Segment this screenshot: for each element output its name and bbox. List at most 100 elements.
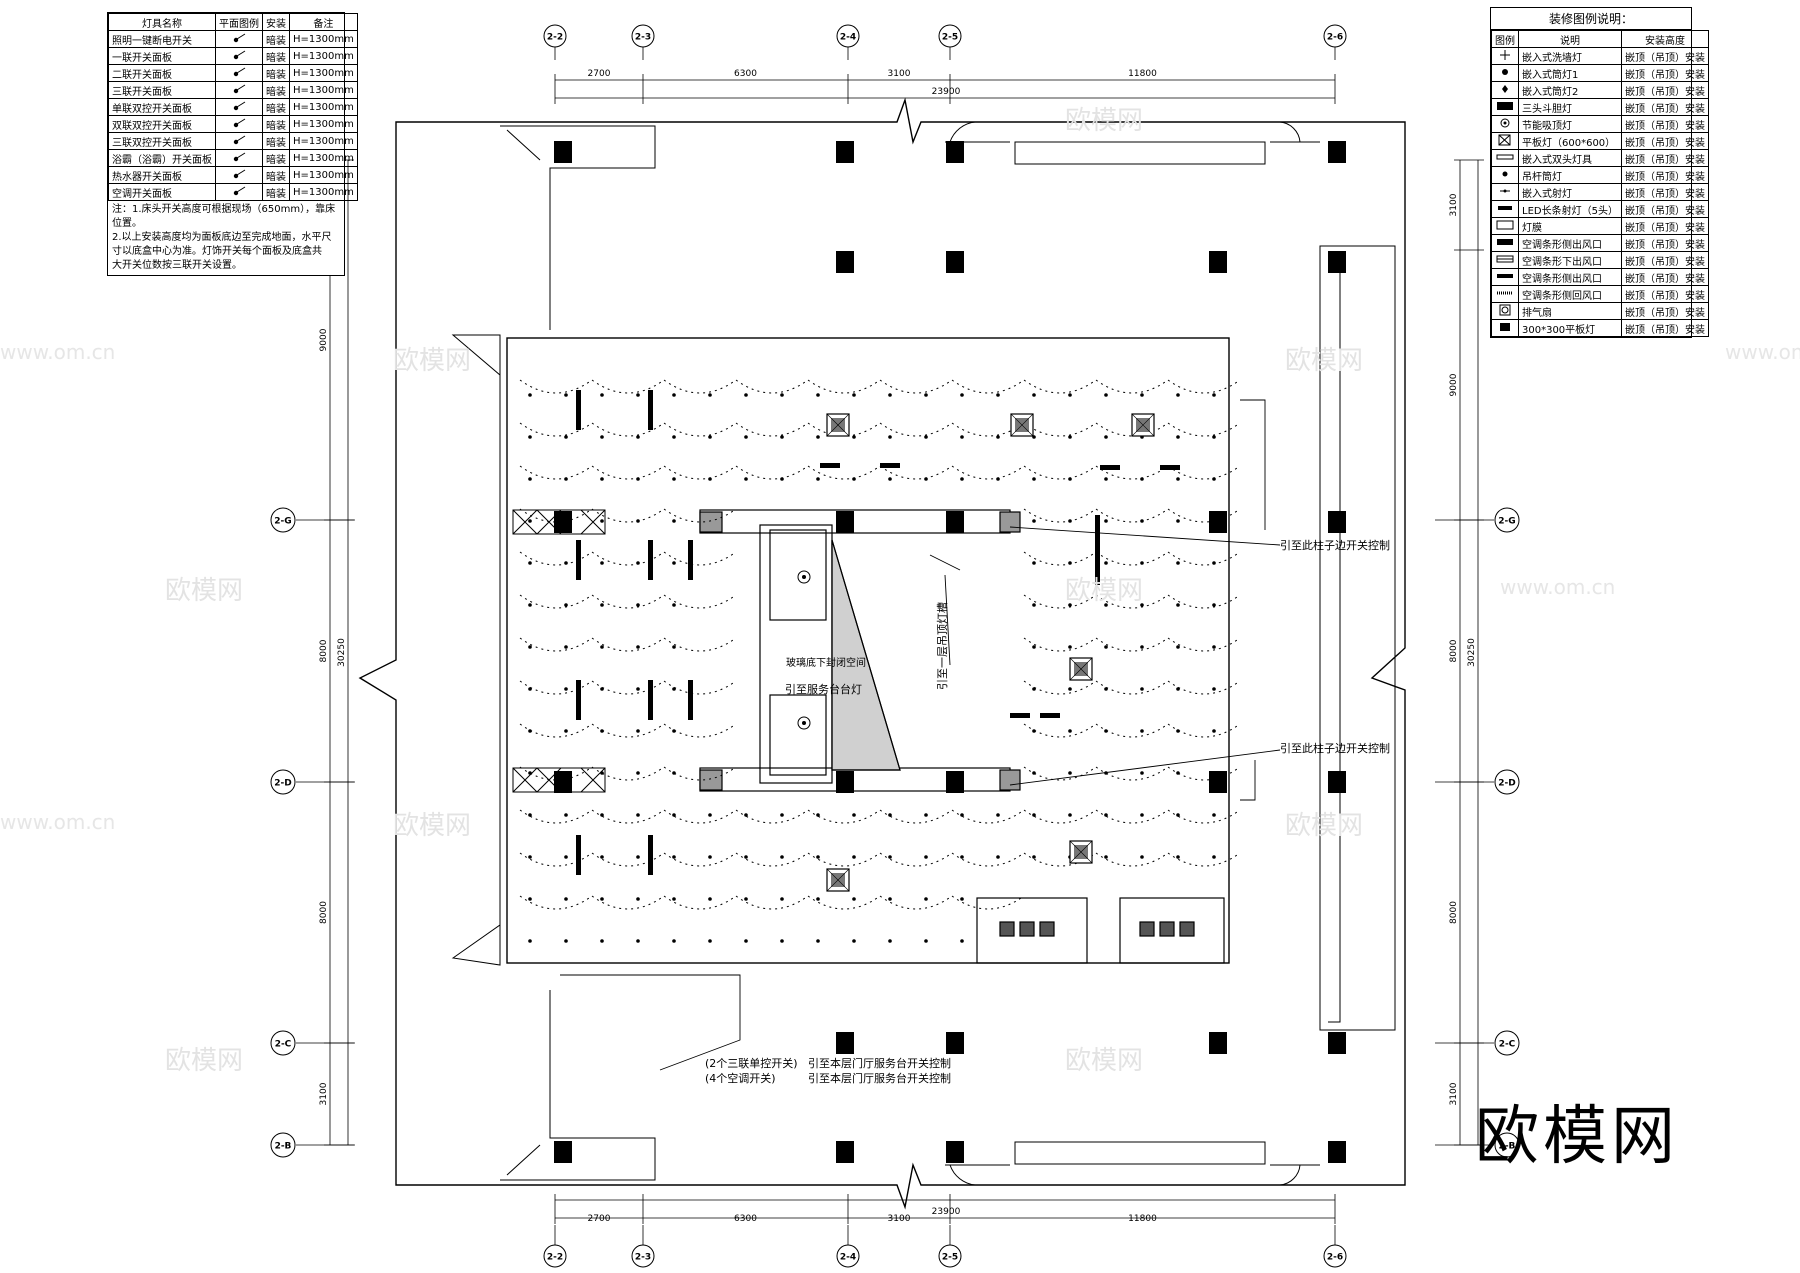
switch-name-cell: 单联双控开关面板 <box>108 98 216 116</box>
downlight-dot <box>960 939 964 943</box>
downlight-dot <box>564 897 568 901</box>
led-strip-horizontal <box>880 463 900 468</box>
downlight-dot <box>1104 855 1108 859</box>
downlight-dot <box>600 603 604 607</box>
annotation-pillar-switch-1: 引至此柱子边开关控制 <box>1280 538 1390 552</box>
structural-column <box>1209 771 1227 793</box>
axis-label: 2-6 <box>1327 1253 1343 1263</box>
downlight-dot <box>600 729 604 733</box>
legend-table-row: 空调条形侧回风口嵌顶（吊顶）安装 <box>1491 285 1709 303</box>
wiring-arc <box>1095 680 1169 695</box>
annotations: 引至此柱子边开关控制 引至此柱子边开关控制 玻璃底下封闭空间 引至服务台台灯 (… <box>705 538 1390 1085</box>
downlight-dot <box>1212 393 1216 397</box>
downlight-dot <box>708 393 712 397</box>
legend-symbol-icon <box>1491 98 1519 116</box>
axis-bubble <box>1494 1030 1520 1056</box>
switch-height-cell: H=1300mm <box>289 183 358 201</box>
led-strip-vertical <box>1095 545 1100 585</box>
downlight-dot <box>1140 855 1144 859</box>
downlight-dot <box>528 813 532 817</box>
structural-column <box>946 511 964 533</box>
panel-light-cross <box>1069 657 1093 681</box>
downlight-dot <box>816 897 820 901</box>
downlight-dot <box>1212 687 1216 691</box>
wiring-arc <box>735 379 809 394</box>
switch-symbol-icon <box>215 81 263 99</box>
axis-label: 2-5 <box>942 1253 958 1263</box>
dim-bottom-segment-label: 3100 <box>888 1214 911 1224</box>
dim-left-segment-label: 9000 <box>319 328 329 351</box>
legend-description-cell: 灯膜 <box>1518 217 1622 235</box>
downlight-dot <box>1032 603 1036 607</box>
wiring-arc <box>1023 637 1097 652</box>
legend-table-row: 空调条形侧出风口嵌顶（吊顶）安装 <box>1491 234 1709 252</box>
downlight-dot <box>1104 729 1108 733</box>
structural-column <box>554 1141 572 1163</box>
downlight-dot <box>888 855 892 859</box>
downlight-dot <box>1212 813 1216 817</box>
downlight-dot <box>1176 393 1180 397</box>
switch-symbol-icon <box>215 47 263 65</box>
downlight-dot <box>888 813 892 817</box>
ceiling-light-ring <box>797 716 811 730</box>
downlight-dot <box>1140 813 1144 817</box>
wiring-arc <box>1023 723 1097 738</box>
legend-table-row: 嵌入式洗墙灯嵌顶（吊顶）安装 <box>1491 47 1709 65</box>
led-strip-horizontal <box>1040 713 1060 718</box>
downlight-dot <box>744 435 748 439</box>
downlight-dot <box>888 897 892 901</box>
switch-install-cell: 暗装 <box>262 30 290 48</box>
wiring-arc <box>879 852 953 867</box>
wiring-arc <box>1095 637 1169 652</box>
downlight-dot <box>1032 477 1036 481</box>
led-strip-vertical <box>1095 515 1100 555</box>
switch-name-cell: 二联开关面板 <box>108 64 216 82</box>
legend-table-row: 吊杆筒灯嵌顶（吊顶）安装 <box>1491 166 1709 184</box>
downlight-dot <box>672 897 676 901</box>
legend-description-cell: 空调条形侧出风口 <box>1518 234 1622 252</box>
legend-install-cell: 嵌顶（吊顶）安装 <box>1620 302 1709 320</box>
legend-symbol-icon <box>1491 217 1519 235</box>
switch-name-cell: 热水器开关面板 <box>108 166 216 184</box>
downlight-dot <box>1032 561 1036 565</box>
wiring-arc <box>663 680 737 695</box>
downlight-dot <box>924 435 928 439</box>
legend-description-cell: 吊杆筒灯 <box>1518 166 1622 184</box>
axis-bubble <box>270 1030 296 1056</box>
axis-label: 2-4 <box>840 1253 856 1263</box>
switch-symbol-icon <box>215 132 263 150</box>
ceiling-light-ring <box>797 570 811 584</box>
downlight-dot <box>600 939 604 943</box>
downlight-dot <box>888 393 892 397</box>
downlight-dot <box>1068 687 1072 691</box>
led-strip-vertical <box>648 680 653 720</box>
switch-name-cell: 一联开关面板 <box>108 47 216 65</box>
led-strip-vertical <box>648 835 653 875</box>
downlight-dot <box>960 435 964 439</box>
led-strip-vertical <box>576 680 581 720</box>
downlight-dot <box>1176 813 1180 817</box>
dim-right-segment-label: 8000 <box>1449 639 1459 662</box>
annotation-switch-group-2: (4个空调开关) <box>705 1071 776 1085</box>
axis-label: 2-6 <box>1327 33 1343 43</box>
axis-label: 2-3 <box>635 33 651 43</box>
wiring-arc <box>951 379 1025 394</box>
wiring-arc <box>879 379 953 394</box>
downlight-dot <box>600 435 604 439</box>
legend-symbol-icon <box>1491 64 1519 82</box>
watermark-faint-3: 欧模网 <box>165 576 244 606</box>
axis-label: 2-G <box>274 517 291 527</box>
wiring-arc <box>519 379 593 394</box>
wiring-arc <box>1095 379 1169 394</box>
legend-symbol-icon <box>1491 319 1519 337</box>
legend-table-row: LED长条射灯（5头）嵌顶（吊顶）安装 <box>1491 200 1709 218</box>
legend-install-cell: 嵌顶（吊顶）安装 <box>1620 268 1709 286</box>
axis-label: 2-B <box>1499 1142 1516 1152</box>
downlight-dot <box>1176 645 1180 649</box>
structural-column <box>1328 1032 1346 1054</box>
dim-top-total-label: 23900 <box>932 87 961 97</box>
watermark-faint-5: 欧模网 <box>393 811 472 841</box>
